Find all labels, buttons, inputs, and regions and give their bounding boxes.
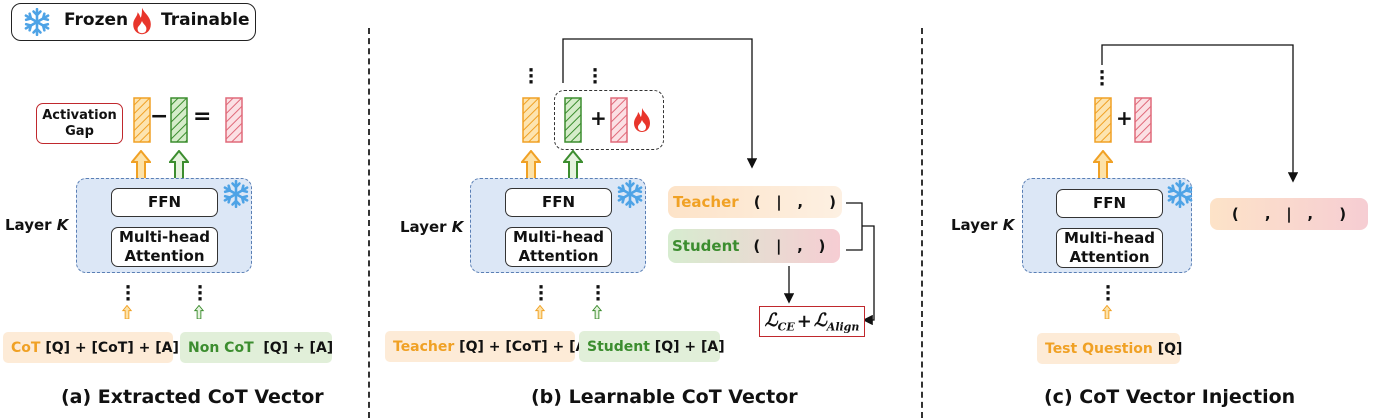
cot-input-tag: CoT [Q] + [CoT] + [A]	[3, 332, 179, 363]
up-arrow-icon	[521, 150, 541, 180]
caption-c: (c) CoT Vector Injection	[1044, 386, 1296, 408]
teacher-sequence: Teacher ( | , )	[668, 186, 842, 218]
attention-block: Multi-head Attention	[111, 227, 218, 267]
flame-icon	[131, 6, 153, 36]
layer-index: K	[56, 216, 69, 234]
panel-divider-right	[921, 28, 923, 418]
noncot-tag-prefix: Non CoT	[188, 339, 254, 356]
attention-block: Multi-head Attention	[1056, 228, 1163, 268]
ffn-block: FFN	[111, 188, 218, 217]
teacher-sequence-tokens: ( | , )	[753, 193, 837, 211]
ellipsis-vertical: ···	[594, 277, 602, 310]
flame-icon	[632, 107, 652, 133]
ellipsis-vertical: ···	[1098, 62, 1106, 95]
injected-sequence: ( , | , )	[1210, 198, 1368, 230]
up-arrow-icon	[534, 305, 546, 319]
cot-vector-bar	[225, 97, 243, 143]
loss-align-subscript: Align	[826, 320, 860, 334]
student-input-tag: Student [Q] + [A]	[579, 331, 725, 362]
layer-label: Layer K	[5, 216, 68, 234]
attention-block: Multi-head Attention	[505, 227, 612, 267]
layer-label: Layer K	[951, 216, 1014, 234]
teacher-activation-bar	[133, 97, 151, 143]
layer-label: Layer K	[400, 218, 463, 236]
student-activation-bar	[170, 97, 188, 143]
ffn-block: FFN	[505, 188, 612, 217]
teacher-tag-prefix: Teacher	[393, 338, 455, 355]
injected-sequence-tokens: ( , | , )	[1231, 205, 1347, 223]
ellipsis-vertical: ···	[124, 277, 132, 310]
up-arrow-icon	[193, 305, 205, 319]
learnable-cot-vector-bar	[610, 97, 628, 143]
loss-box: ℒCE + ℒAlign	[759, 306, 865, 337]
injection-arrow	[562, 38, 758, 169]
test-question-tag: Test Question [Q]	[1037, 333, 1183, 364]
ellipsis-vertical: ···	[1104, 277, 1112, 310]
cot-vector-bar	[1134, 97, 1152, 143]
injection-arrow	[1101, 44, 1299, 183]
trainable-group	[554, 90, 664, 150]
caption-a: (a) Extracted CoT Vector	[61, 386, 324, 408]
legend-frozen-label: Frozen	[64, 10, 129, 30]
cot-tag-prefix: CoT	[11, 339, 41, 356]
equals-sign: =	[193, 104, 212, 129]
loss-connector-lines	[783, 202, 875, 326]
minus-sign: −	[150, 104, 169, 129]
activation-gap-label: Activation Gap	[36, 103, 123, 144]
layer-label-text: Layer	[5, 216, 57, 234]
student-sequence: Student ( | , )	[668, 229, 840, 263]
loss-ce-subscript: CE	[777, 320, 795, 334]
snowflake-icon	[616, 180, 644, 208]
legend-trainable-label: Trainable	[161, 10, 250, 30]
snowflake-icon	[222, 180, 250, 208]
ffn-block: FFN	[1056, 189, 1163, 218]
loss-plus: +	[796, 311, 812, 332]
layer-index: K	[451, 218, 464, 236]
plus-sign: +	[590, 106, 607, 130]
cot-tag-rest: [Q] + [CoT] + [A]	[40, 339, 179, 356]
teacher-tag-rest: [Q] + [CoT] + [A]	[454, 338, 593, 355]
student-activation-bar	[564, 97, 582, 143]
up-arrow-icon	[591, 305, 603, 319]
teacher-input-tag: Teacher [Q] + [CoT] + [A]	[385, 331, 593, 362]
noncot-input-tag: Non CoT [Q] + [A]	[180, 332, 334, 363]
up-arrow-icon	[121, 305, 133, 319]
up-arrow-icon	[1101, 305, 1113, 319]
up-arrow-icon	[1093, 150, 1113, 180]
layer-label-text: Layer	[400, 218, 452, 236]
panel-divider-left	[368, 28, 370, 418]
snowflake-icon	[1166, 180, 1194, 208]
teacher-activation-bar	[522, 97, 540, 143]
ellipsis-vertical: ···	[527, 60, 535, 93]
activation-bar	[1094, 97, 1112, 143]
up-arrow-icon	[169, 150, 189, 180]
noncot-tag-rest: [Q] + [A]	[253, 339, 334, 356]
caption-b: (b) Learnable CoT Vector	[531, 386, 798, 408]
snowflake-icon	[23, 8, 51, 36]
test-tag-rest: [Q]	[1152, 340, 1183, 357]
up-arrow-icon	[131, 150, 151, 180]
student-tag-prefix: Student	[587, 338, 650, 355]
student-sequence-label: Student	[672, 237, 740, 255]
test-tag-prefix: Test Question	[1045, 340, 1153, 357]
teacher-sequence-label: Teacher	[673, 193, 739, 211]
ellipsis-vertical: ···	[537, 277, 545, 310]
up-arrow-icon	[563, 150, 583, 180]
legend	[11, 3, 256, 41]
layer-label-text: Layer	[951, 216, 1003, 234]
ellipsis-vertical: ···	[591, 60, 599, 93]
plus-sign: +	[1116, 106, 1133, 130]
ellipsis-vertical: ···	[196, 277, 204, 310]
layer-index: K	[1002, 216, 1015, 234]
student-sequence-tokens: ( | , )	[753, 237, 826, 255]
student-tag-rest: [Q] + [A]	[649, 338, 725, 355]
